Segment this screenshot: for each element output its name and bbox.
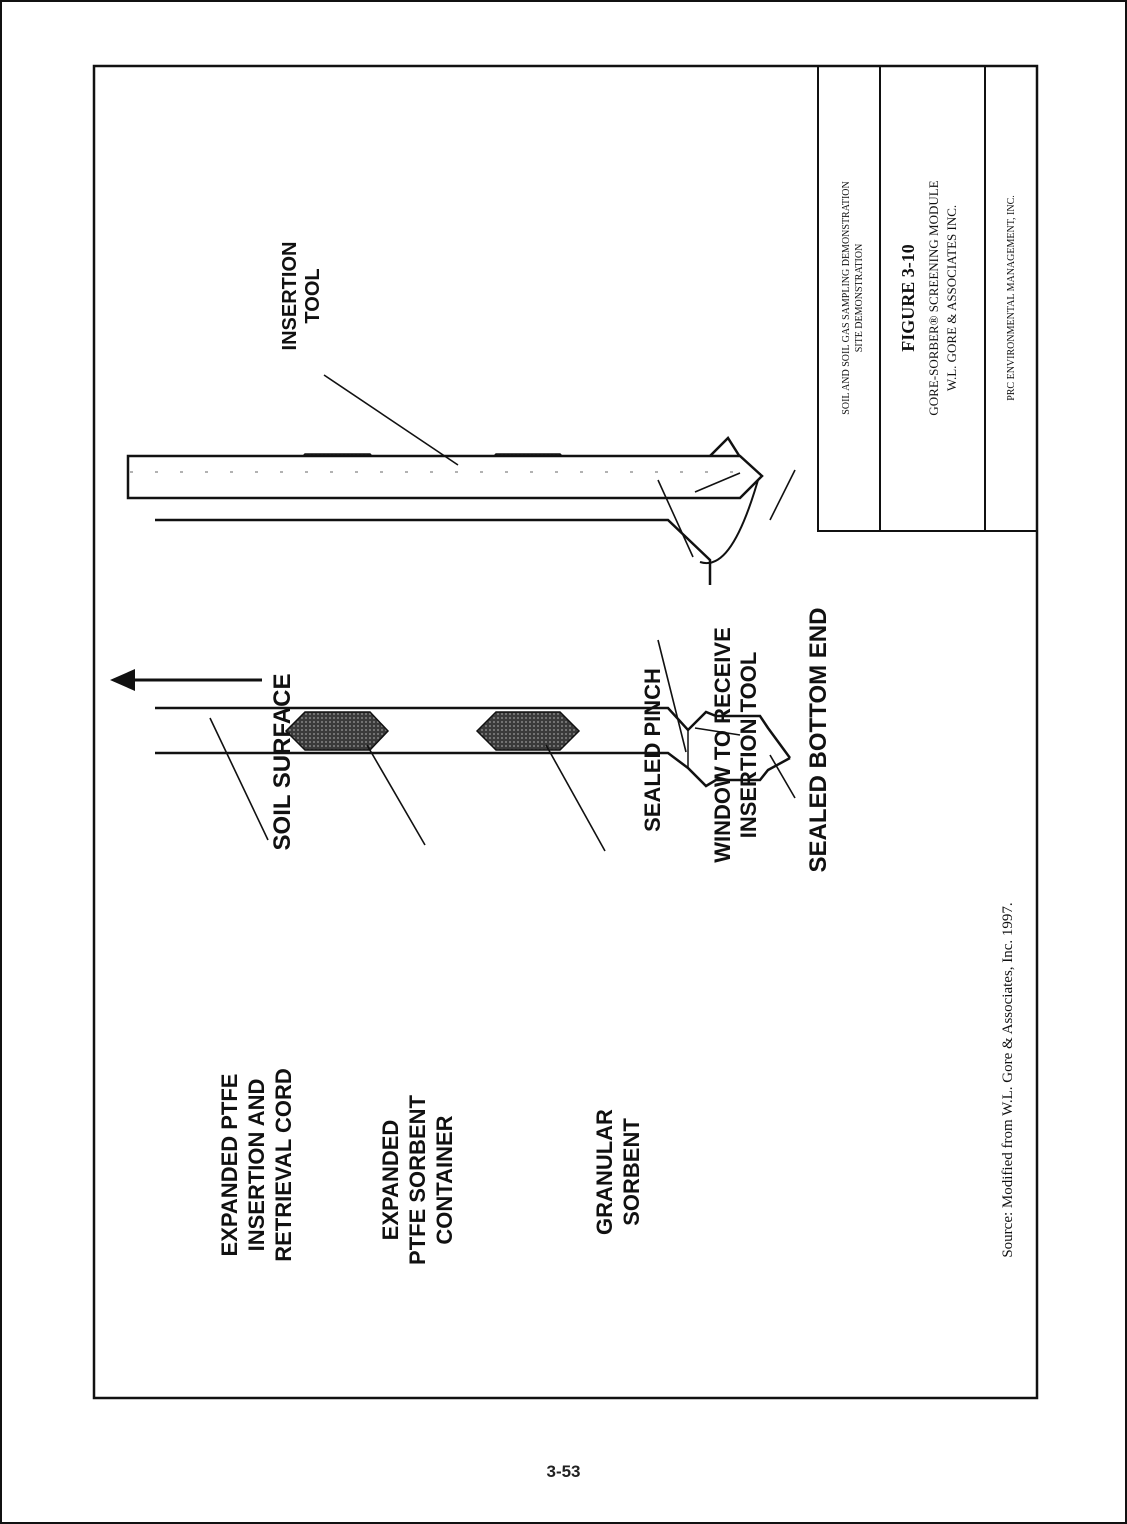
window-label-line1: WINDOW TO RECEIVE [710, 627, 735, 863]
window-label-line2: INSERTION TOOL [736, 652, 761, 839]
cord-label-line2: INSERTION AND [244, 1079, 269, 1252]
window-edge [699, 472, 761, 565]
container-label-line3: CONTAINER [432, 1115, 457, 1244]
container-label: EXPANDED PTFE SORBENT CONTAINER [378, 1094, 457, 1264]
insertion-tool-label-line2: TOOL [302, 268, 324, 323]
leader-lines [209, 374, 796, 852]
title-block: SOIL AND SOIL GAS SAMPLING DEMONSTRATION… [817, 65, 1038, 532]
insertion-tool-label-line1: INSERTION [279, 242, 301, 351]
module-left-outline-top [155, 751, 791, 788]
source-note: Source: Modified from W.L. Gore & Associ… [1000, 902, 1016, 1257]
container-label-line2: PTFE SORBENT [405, 1094, 430, 1264]
cord-label-line3: RETRIEVAL CORD [271, 1068, 296, 1262]
granular-sorbent-label-line2: SORBENT [619, 1118, 644, 1226]
left-sorbent-cartridge-lower [475, 711, 581, 751]
module-standalone [155, 706, 792, 788]
left-sorbent-cartridge-upper [284, 711, 390, 751]
insertion-tool-leader [323, 374, 459, 466]
figure-frame [92, 64, 1039, 1400]
granular-sorbent-label: GRANULAR SORBENT [592, 1109, 644, 1235]
figure-title-line1: GORE-SORBER® SCREENING MODULE [926, 180, 941, 415]
module-outline-top [155, 518, 712, 585]
soil-surface-label: SOIL SURFACE [269, 674, 296, 851]
title-block-project-line1: SOIL AND SOIL GAS SAMPLING DEMONSTRATION [841, 181, 852, 414]
cord-label-line1: EXPANDED PTFE [217, 1074, 242, 1257]
window-label: WINDOW TO RECEIVE INSERTION TOOL [710, 627, 761, 863]
sealed-bottom-end-label: SEALED BOTTOM END [805, 608, 832, 873]
title-block-project-line2: SITE DEMONSTRATION [854, 244, 865, 353]
insertion-tool-label: INSERTION TOOL [279, 242, 324, 351]
insertion-tool [126, 454, 764, 500]
container-label-line1: EXPANDED [378, 1120, 403, 1241]
sealed-pinch-label: SEALED PINCH [640, 668, 665, 832]
cord-label: EXPANDED PTFE INSERTION AND RETRIEVAL CO… [217, 1068, 296, 1262]
module-with-insertion-tool [126, 436, 764, 585]
granular-sorbent-label-line1: GRANULAR [592, 1109, 617, 1235]
page-number: 3-53 [546, 1462, 581, 1481]
soil-surface-arrow [110, 669, 262, 691]
figure-title-line2: W.L. GORE & ASSOCIATES INC. [944, 205, 959, 391]
title-block-company: PRC ENVIRONMENTAL MANAGEMENT, INC. [1006, 195, 1017, 401]
module-left-outline-bottom [155, 706, 792, 759]
figure-number: FIGURE 3-10 [898, 244, 918, 352]
